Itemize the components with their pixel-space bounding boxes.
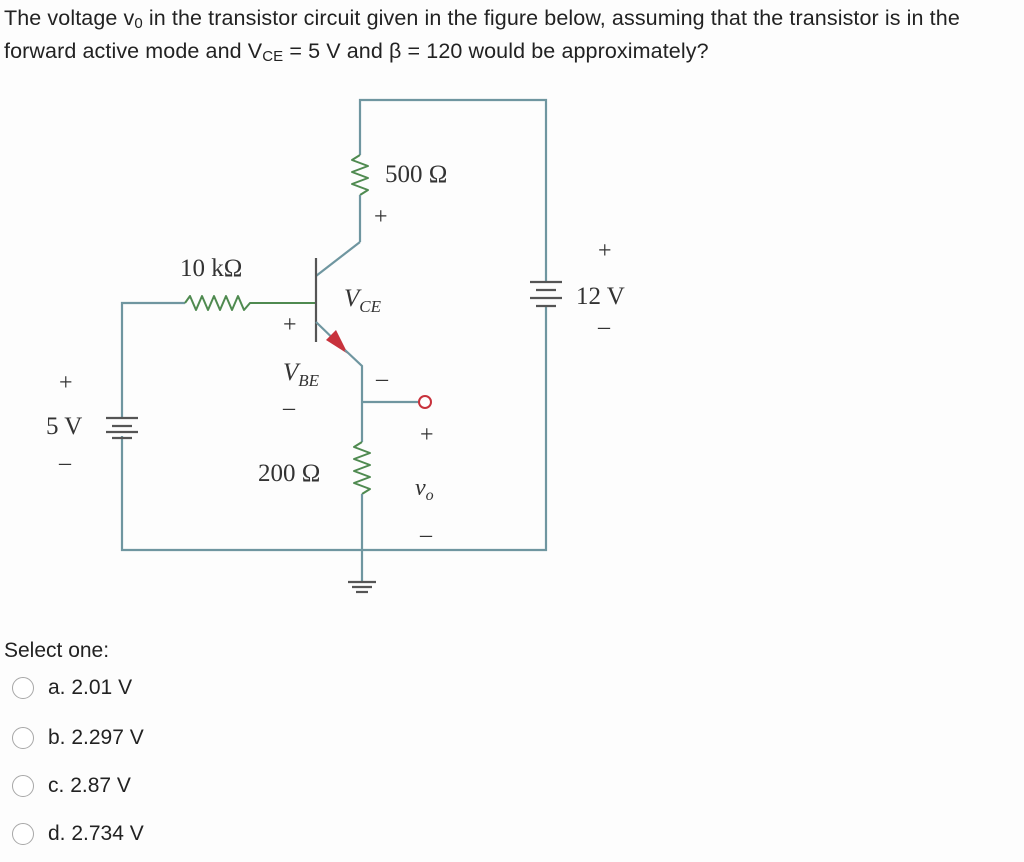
label-vo: vo [415, 475, 434, 504]
option-d-value: 2.734 V [71, 822, 144, 845]
option-c-letter: c. [48, 774, 65, 797]
plus-5v: + [59, 370, 73, 396]
option-a-letter: a. [48, 676, 66, 699]
plus-vce: + [374, 204, 388, 230]
option-b-value: 2.297 V [71, 726, 144, 749]
resistor-10k-ohm [184, 295, 316, 311]
question-sub-v: 0 [134, 15, 143, 32]
radio-button-a[interactable] [12, 677, 34, 699]
battery-12v [530, 280, 562, 308]
question-part2: in the transistor circuit given in the f… [4, 6, 960, 63]
option-a-value: 2.01 V [71, 676, 133, 699]
minus-vce: – [375, 366, 389, 392]
label-500-ohm: 500 Ω [385, 161, 447, 188]
vce-sub: CE [359, 297, 381, 316]
option-d[interactable]: d. 2.734 V [12, 814, 272, 854]
minus-vo: – [419, 522, 433, 548]
option-b-letter: b. [48, 726, 66, 749]
minus-vbe: – [282, 395, 296, 421]
option-b-text: b. 2.297 V [48, 726, 144, 750]
question-text: The voltage v0 in the transistor circuit… [4, 2, 1020, 68]
option-a-text: a. 2.01 V [48, 676, 132, 700]
resistor-500-ohm [351, 154, 369, 196]
label-vce: VCE [344, 285, 382, 316]
vbe-sub: BE [298, 371, 319, 390]
circuit-wires [120, 98, 548, 582]
resistor-200-ohm [353, 441, 371, 495]
vce-main: V [344, 285, 362, 312]
label-10k-ohm: 10 kΩ [180, 255, 242, 282]
question-part3: = 5 V and β = 120 would be approximately… [283, 39, 709, 63]
radio-button-c[interactable] [12, 775, 34, 797]
plus-vbe: + [283, 312, 297, 338]
option-d-letter: d. [48, 822, 66, 845]
select-one-label: Select one: [4, 639, 110, 662]
transistor-circuit-figure: 500 Ω 10 kΩ 200 Ω 5 V 12 V VCE VBE vo + … [46, 98, 625, 594]
plus-vo: + [420, 422, 434, 448]
radio-button-d[interactable] [12, 823, 34, 845]
vbe-main: V [283, 359, 301, 386]
label-200-ohm: 200 Ω [258, 460, 320, 487]
label-5v: 5 V [46, 413, 82, 440]
emitter-arrow [326, 330, 348, 354]
minus-12v: – [597, 314, 611, 340]
vo-sub: o [426, 487, 434, 504]
vo-main: v [415, 475, 426, 501]
ground-symbol [348, 580, 376, 594]
output-terminal [418, 395, 432, 409]
question-sub-ce: CE [262, 48, 284, 65]
option-c[interactable]: c. 2.87 V [12, 766, 272, 806]
label-12v: 12 V [576, 283, 625, 310]
radio-button-b[interactable] [12, 727, 34, 749]
label-vbe: VBE [283, 359, 320, 390]
option-c-value: 2.87 V [70, 774, 131, 797]
minus-5v: – [58, 450, 72, 476]
option-c-text: c. 2.87 V [48, 774, 131, 798]
option-d-text: d. 2.734 V [48, 822, 144, 846]
option-b[interactable]: b. 2.297 V [12, 718, 272, 758]
option-a[interactable]: a. 2.01 V [12, 668, 272, 708]
battery-5v [106, 416, 138, 440]
plus-12v: + [598, 238, 612, 264]
transistor-symbol [314, 258, 364, 442]
question-part1: The voltage v [4, 6, 135, 30]
